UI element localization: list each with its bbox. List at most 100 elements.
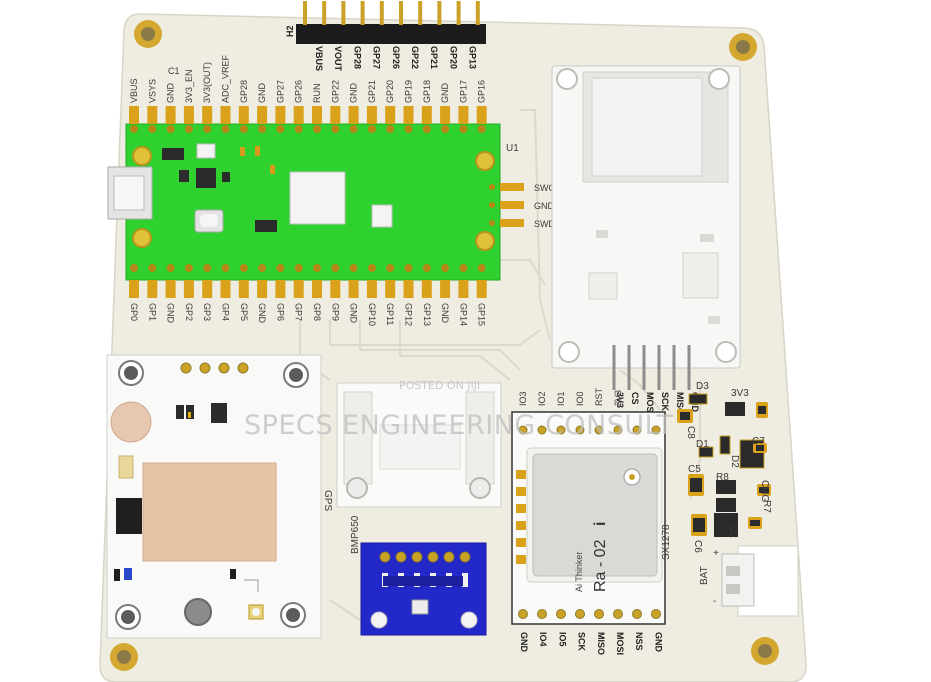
swd-pad	[500, 183, 524, 191]
pico-bottom-pin-label: GP10	[367, 303, 377, 326]
pico-hole	[475, 231, 495, 251]
header-h2-pin-label: VBUS	[314, 46, 324, 71]
swd-pad	[500, 201, 524, 209]
pico-top-pin-label: GP19	[404, 80, 414, 103]
pico-via	[166, 264, 175, 272]
pico-via	[422, 264, 431, 272]
pico-via	[441, 125, 450, 133]
bmp-pad	[462, 573, 468, 587]
mounting-hole-top-left	[134, 20, 162, 48]
pico-via	[221, 264, 230, 272]
pico-via	[294, 125, 303, 133]
pico-bottom-pin-label: GND	[440, 303, 450, 324]
gps-battery	[110, 401, 152, 443]
bmp650-module	[360, 542, 487, 636]
lora-side-pad	[516, 487, 526, 496]
pico-via	[331, 264, 340, 272]
sd-pin-label: MISO	[675, 392, 685, 415]
pico-pad-bottom	[366, 280, 377, 298]
pico-bottom-pin-label: GP2	[184, 303, 194, 321]
pico-top-pin-label: GP27	[275, 80, 285, 103]
pico-bottom-pin-label: GP8	[312, 303, 322, 321]
pico-top-pin-label: 3V3_EN	[184, 69, 194, 103]
pico-via	[276, 264, 285, 272]
pico-led	[196, 143, 216, 159]
sd-pin-label: CS	[630, 392, 640, 405]
swd-pad	[500, 219, 524, 227]
pico-bottom-pin-label: GP9	[330, 303, 340, 321]
gps-hole	[184, 598, 212, 626]
header-h2-pin	[322, 1, 327, 25]
pico-pad-top	[202, 106, 213, 124]
pico-via	[459, 125, 468, 133]
pico-top-pin-label: GP22	[330, 80, 340, 103]
power-component-label: R8	[716, 472, 729, 483]
bmp-pin	[443, 551, 455, 563]
gps-ref: GPS	[322, 490, 333, 511]
pico-top-pin-label: VSYS	[147, 79, 157, 103]
pico-top-pin-label: RUN	[312, 84, 322, 104]
lora-top-pad	[537, 425, 547, 435]
pico-chip	[162, 148, 184, 160]
pico-pad-top	[238, 106, 249, 124]
power-component-label: 3V3	[731, 388, 749, 399]
pico-via	[130, 264, 138, 272]
pico-pad-top	[348, 106, 359, 124]
pico-bottom-pin-label: GND	[166, 303, 176, 324]
power-component-label: R7	[761, 500, 772, 513]
lora-top-pin-label: 3V3	[613, 390, 623, 406]
swd-via	[489, 220, 495, 226]
sd-pin-label: 3V3	[615, 392, 625, 408]
pico-bottom-pin-label: GP0	[129, 303, 139, 321]
pico-via	[203, 264, 212, 272]
battery-label: BAT	[699, 566, 710, 585]
pico-via	[166, 125, 175, 133]
pico-via	[477, 125, 486, 133]
gps-pin-pad	[199, 362, 211, 374]
pico-pad-bottom	[403, 280, 414, 298]
mounting-hole-top-right	[729, 33, 757, 61]
sd-pin-label: MOSI	[645, 392, 655, 415]
pico-bottom-pin-label: GP12	[404, 303, 414, 326]
pico-bottom-pin-label: GP4	[221, 303, 231, 321]
swd-via	[489, 202, 495, 208]
pico-pad-bottom	[183, 280, 194, 298]
pico-pad-bottom	[421, 280, 432, 298]
lora-side-pad	[516, 504, 526, 513]
pico-pad-bottom	[458, 280, 469, 298]
pico-pad-top	[421, 106, 432, 124]
lora-top-pad	[594, 425, 604, 435]
gps-pin-pad	[180, 362, 192, 374]
header-h2-pin	[303, 1, 307, 25]
battery-plus: +	[713, 548, 719, 559]
pico-pad-top	[476, 106, 487, 124]
bmp-ref: BMP650	[350, 515, 361, 554]
pico-pad-bottom	[202, 280, 213, 298]
pico-pad-top	[403, 106, 414, 124]
header-h2-pin-label: GP13	[468, 46, 478, 69]
pico-top-pin-label: GND	[349, 83, 359, 104]
bmp-pin	[379, 551, 391, 563]
pico-via	[386, 264, 395, 272]
pico-pad-top	[458, 106, 469, 124]
lora-top-pad	[556, 425, 566, 435]
header-h2-pin-label: GP26	[391, 46, 401, 69]
header-h2-ref: H2	[285, 25, 295, 37]
header-h2-pin-label: GP20	[448, 46, 458, 69]
header-h2-pins	[303, 1, 480, 25]
sd-header-pin	[657, 345, 661, 390]
lora-top-pin-label: IO3	[518, 391, 528, 406]
gps-module	[106, 354, 322, 639]
pico-via	[294, 264, 303, 272]
pico-pad-bottom	[165, 280, 176, 298]
pico-bottom-pin-label: GP13	[422, 303, 432, 326]
lora-top-pad	[575, 425, 585, 435]
lora-shield	[532, 453, 658, 577]
pico-pad-top	[147, 106, 158, 124]
power-component-label: C7	[752, 436, 765, 447]
header-h2-pin	[360, 1, 365, 25]
pico-via	[184, 125, 193, 133]
pico-hole	[132, 228, 152, 248]
